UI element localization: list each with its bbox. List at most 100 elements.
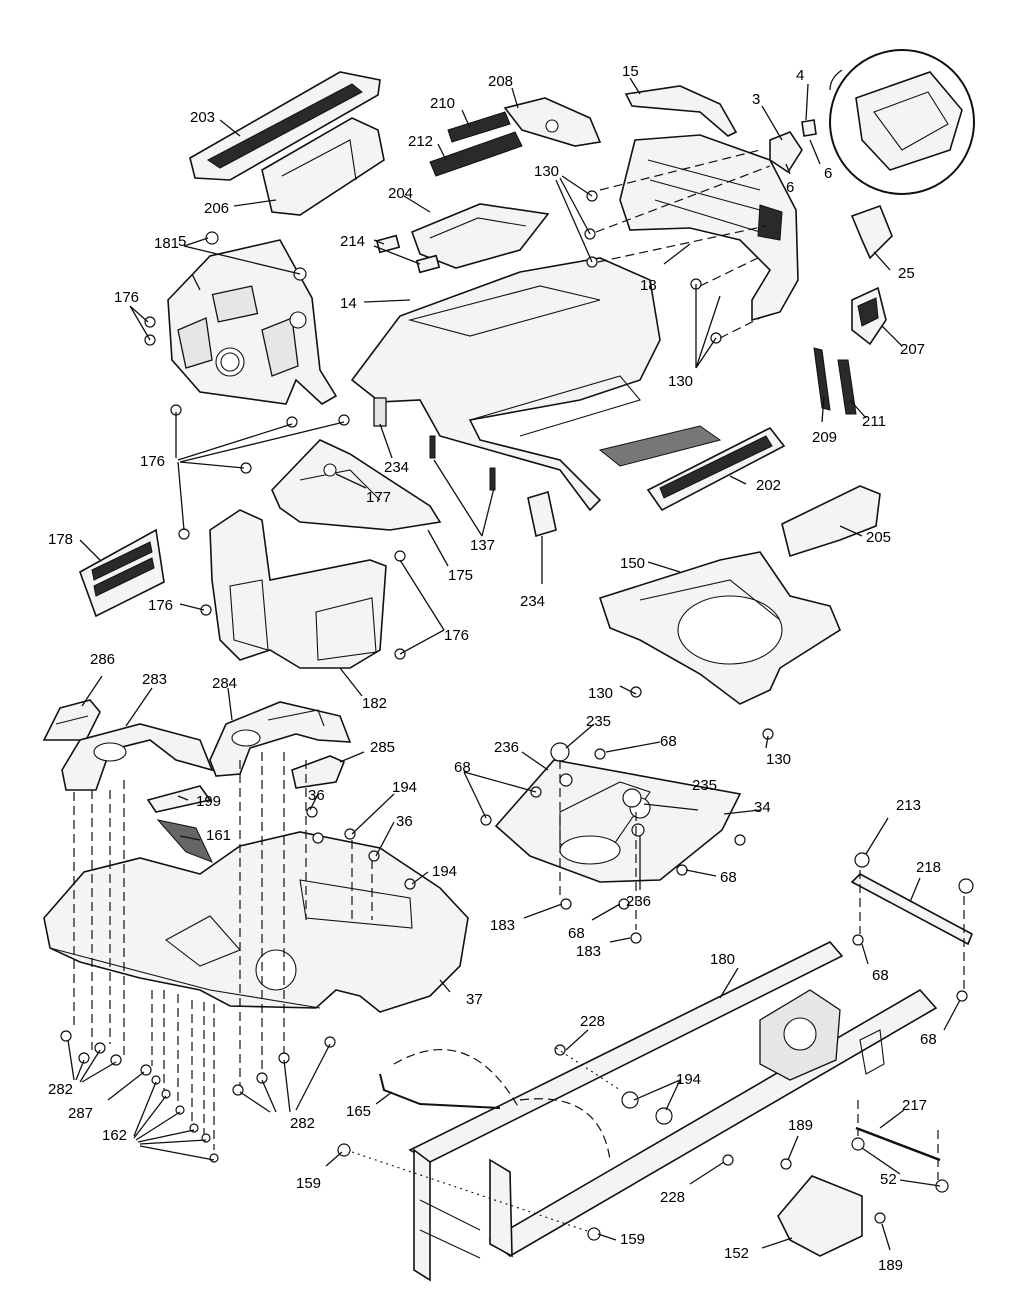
label-206: 206 [204, 200, 229, 217]
label-204: 204 [388, 185, 413, 202]
label-209: 209 [812, 429, 837, 446]
label-14: 14 [340, 295, 357, 312]
part-3-bracket [769, 131, 803, 174]
label-211: 211 [862, 413, 886, 430]
part-217-rod [855, 1126, 941, 1162]
label-194-b: 194 [432, 863, 457, 880]
label-228-a: 228 [580, 1013, 605, 1030]
part-5-dash [167, 239, 338, 405]
part-175-bracket [271, 439, 442, 531]
part-37-fender-deck [43, 831, 469, 1013]
label-228-b: 228 [660, 1189, 685, 1206]
label-130-upper: 130 [534, 163, 559, 180]
label-181: 181 [154, 235, 179, 252]
part-218-bracket [850, 873, 974, 946]
label-161: 161 [206, 827, 231, 844]
label-176-b: 176 [140, 453, 165, 470]
part-34-seat-plate [494, 759, 742, 883]
label-214: 214 [340, 233, 365, 250]
part-14-hood [350, 257, 722, 512]
part-137-strips [429, 435, 496, 491]
part-152-shield [777, 1175, 863, 1257]
part-234-pad-lower [527, 490, 557, 538]
label-137: 137 [470, 537, 495, 554]
part-205-cover [781, 485, 881, 558]
label-235-lower: 235 [692, 777, 717, 794]
label-208: 208 [488, 73, 513, 90]
label-282-a: 282 [48, 1081, 73, 1098]
label-4: 4 [796, 67, 804, 84]
label-189-b: 189 [878, 1257, 903, 1274]
part-211-screen [837, 359, 857, 415]
label-236-upper: 236 [494, 739, 519, 756]
part-209-screen [813, 347, 831, 411]
label-207: 207 [900, 341, 925, 358]
detail-callout-circle [829, 49, 975, 195]
label-183-a: 183 [490, 917, 515, 934]
label-182: 182 [362, 695, 387, 712]
label-175: 175 [448, 567, 473, 584]
label-150: 150 [620, 555, 645, 572]
part-283-fender-left [61, 723, 214, 791]
part-286-cap [42, 699, 101, 741]
label-176-a: 176 [114, 289, 139, 306]
label-37: 37 [466, 991, 483, 1008]
label-283: 283 [142, 671, 167, 688]
part-210-screen [447, 111, 511, 143]
label-189-a: 189 [788, 1117, 813, 1134]
part-285-cap [291, 755, 346, 789]
label-180: 180 [710, 951, 735, 968]
part-206-bracket [261, 117, 385, 216]
label-36-b: 36 [396, 813, 413, 830]
label-177: 177 [366, 489, 391, 506]
label-18: 18 [640, 277, 657, 294]
part-208-lens [503, 97, 602, 147]
label-199: 199 [196, 793, 221, 810]
label-178: 178 [48, 531, 73, 548]
part-199-clip [146, 785, 212, 813]
label-36-a: 36 [308, 787, 325, 804]
part-180-frame [408, 941, 938, 1282]
label-165: 165 [346, 1103, 371, 1120]
label-5: 5 [178, 233, 186, 250]
label-130-mid: 130 [668, 373, 693, 390]
label-6-left: 6 [786, 179, 794, 196]
label-176-d: 176 [444, 627, 469, 644]
label-68-e: 68 [872, 967, 889, 984]
label-15: 15 [622, 63, 639, 80]
part-212-screen [429, 131, 523, 177]
label-162: 162 [102, 1127, 127, 1144]
part-204-insert [410, 203, 550, 269]
part-15-trim [624, 85, 738, 137]
label-176-c: 176 [148, 597, 173, 614]
part-202-grille [646, 426, 786, 512]
label-284: 284 [212, 675, 237, 692]
label-282-b: 282 [290, 1115, 315, 1132]
part-150-floor-pan [598, 551, 841, 705]
label-68-d: 68 [568, 925, 585, 942]
label-152: 152 [724, 1245, 749, 1262]
label-218: 218 [916, 859, 941, 876]
label-202: 202 [756, 477, 781, 494]
label-68-c: 68 [720, 869, 737, 886]
assembly-lines [73, 149, 965, 1233]
label-213: 213 [896, 797, 921, 814]
label-234-lower: 234 [520, 593, 545, 610]
part-25-cover [850, 204, 893, 260]
leader-lines [67, 77, 961, 1251]
label-217: 217 [902, 1097, 927, 1114]
part-207-light [851, 286, 887, 346]
label-285: 285 [370, 739, 395, 756]
label-287: 287 [68, 1105, 93, 1122]
label-194-a: 194 [392, 779, 417, 796]
label-205: 205 [866, 529, 891, 546]
part-178-vent [79, 528, 165, 618]
label-68-a: 68 [660, 733, 677, 750]
label-6-right: 6 [824, 165, 832, 182]
label-3: 3 [752, 91, 760, 108]
fasteners [60, 190, 974, 1241]
label-194-c: 194 [676, 1071, 701, 1088]
label-286: 286 [90, 651, 115, 668]
